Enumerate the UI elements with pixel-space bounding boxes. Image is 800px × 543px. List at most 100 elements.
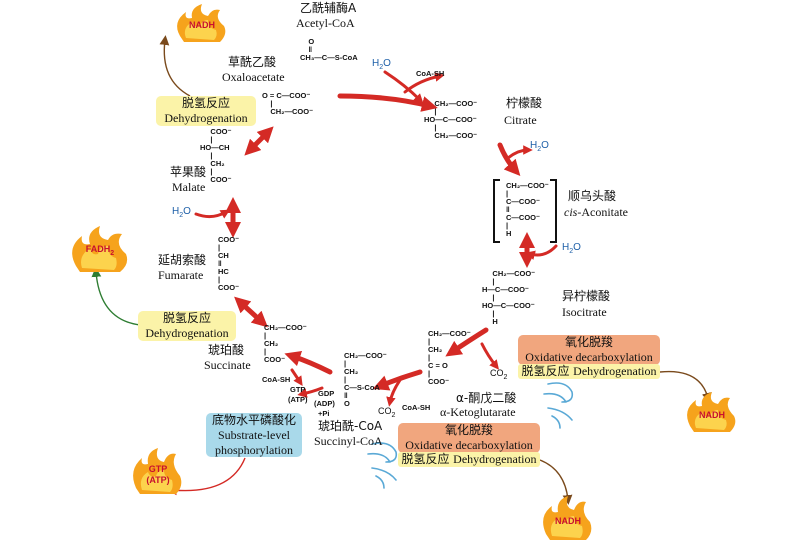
h2o-aconitate-in: H2O (562, 242, 581, 255)
formula-line: COO⁻ (200, 175, 232, 184)
ketoglutarate-formula: CH₂—COO⁻|CH₂|C = O|COO⁻ (428, 330, 471, 386)
co2-swirl-bottom (367, 442, 398, 489)
formula-line: COO⁻ (200, 127, 232, 136)
formula-line: CH₂—COO⁻ (264, 323, 307, 332)
co2-isocitrate: CO2 (490, 368, 508, 381)
coash-citrate: CoA-SH (416, 69, 445, 78)
formula-line: COO⁻ (264, 355, 286, 364)
formula-line: CH₂—COO⁻ (344, 351, 387, 360)
arrow-isocitrate-to-ketoglutarate (445, 327, 489, 357)
isocitrate-cn: 异柠檬酸 (562, 289, 611, 303)
formula-line: CH₂ (264, 339, 279, 348)
formula-line: | (428, 353, 431, 362)
formula-line: | (424, 123, 437, 132)
formula-line: | (428, 369, 431, 378)
formula-line: C—COO⁻ (506, 213, 540, 222)
acetyl-coa-en: Acetyl-CoA (296, 16, 355, 30)
dehydrogenation-strip-right: 脱氢反应 Dehydrogenation (518, 364, 660, 379)
flame-nadh-top (177, 4, 226, 42)
formula-line: CH₂ (200, 159, 225, 168)
cis-aconitate-cn: 顺乌头酸 (568, 189, 617, 203)
formula-line: | (218, 243, 221, 252)
arrow-to-fadh2 (91, 267, 141, 326)
oxidative-decarboxylation-box-bottom: 氧化脱羧 Oxidative decarboxylation (398, 423, 540, 453)
formula-line: O (344, 399, 350, 408)
flame-nadh-right (687, 392, 736, 432)
succinate-cn: 琥珀酸 (208, 343, 245, 357)
citrate-formula: CH₂—COO⁻ |HO—C—COO⁻ | CH₂—COO⁻ (424, 100, 477, 140)
gtp-in: GTP (290, 385, 306, 394)
formula-line: CH₂—COO⁻ (482, 269, 536, 278)
substrate-level-phosphorylation-box: 底物水平磷酸化 Substrate-level phosphorylation (206, 413, 302, 457)
gdp: GDP (318, 389, 335, 398)
formula-line: O (300, 37, 315, 46)
dehydrogenation-box-top: 脱氢反应 Dehydrogenation (156, 96, 256, 126)
flame-nadh-bottom (543, 496, 592, 540)
formula-line: HO—CH (200, 143, 230, 152)
malate-en: Malate (172, 180, 206, 194)
dehydrogenation-box-left: 脱氢反应 Dehydrogenation (138, 311, 236, 341)
formula-line: | (262, 99, 273, 108)
fumarate-formula: COO⁻|CH‖HC|COO⁻ (218, 236, 239, 292)
formula-line: | (482, 277, 495, 286)
formula-line: | (200, 135, 213, 144)
formula-line: | (200, 151, 213, 160)
formula-line: H (482, 317, 498, 326)
aconitate-bracket-left (493, 179, 500, 243)
formula-line: | (200, 167, 213, 176)
succinyl-coa-cn: 琥珀酰-CoA (318, 419, 383, 433)
side-arrows (194, 70, 558, 407)
formula-line: CH₂—COO⁻ (262, 107, 314, 116)
malate-cn: 苹果酸 (170, 165, 207, 179)
succinyl-coa-formula: CH₂—COO⁻|CH₂|C—S-CoA‖O (344, 352, 387, 408)
adp: (ADP) (314, 399, 335, 408)
arrow-to-citrate (337, 93, 438, 112)
formula-line: HC (218, 267, 229, 276)
arrow-to-nadh-right (659, 370, 712, 403)
arrow-to-nadh-top (159, 35, 191, 97)
arrow-to-gtp (167, 457, 246, 496)
formula-line: COO⁻ (218, 235, 240, 244)
formula-line: | (428, 337, 431, 346)
formula-line: ‖ (506, 205, 510, 214)
formula-line: C = O (428, 361, 448, 370)
formula-line: ‖ (344, 391, 348, 400)
formula-line: HO—C—COO⁻ (424, 115, 477, 124)
formula-line: C—S-CoA (344, 383, 380, 392)
ketoglutarate-cn: α-酮戊二酸 (456, 391, 517, 405)
isocitrate-formula: CH₂—COO⁻ |H—C—COO⁻ |HO—C—COO⁻ | H (482, 270, 535, 326)
formula-line: CH₂—COO⁻ (424, 99, 478, 108)
co2-swirl-right (543, 382, 574, 429)
acetyl-coa-formula: O ‖CH₃—C—S-CoA (300, 38, 358, 62)
co2-ketoglutarate: CO2 (378, 406, 396, 419)
formula-line: | (264, 331, 267, 340)
formula-line: COO⁻ (428, 377, 450, 386)
flame-fadh2 (72, 226, 128, 272)
formula-line: CH (218, 251, 229, 260)
pi: +Pi (318, 409, 330, 418)
succinyl-coa-en: Succinyl-CoA (314, 434, 383, 448)
formula-line: CH₂—COO⁻ (428, 329, 471, 338)
arrow-succinylcoa-to-succinate (284, 350, 333, 375)
citrate-en: Citrate (504, 113, 537, 127)
formula-line: ‖ (218, 259, 222, 268)
formula-line: | (482, 293, 495, 302)
atp-in: (ATP) (288, 395, 308, 404)
formula-line: H—C—COO⁻ (482, 285, 529, 294)
formula-line: CH₂ (344, 367, 359, 376)
formula-line: O = C—COO⁻ (262, 91, 311, 100)
formula-line: | (506, 221, 509, 230)
formula-line: | (482, 309, 495, 318)
formula-line: H (506, 229, 512, 238)
flame-gtp (133, 448, 182, 494)
citrate-cn: 柠檬酸 (506, 96, 543, 110)
formula-line: CH₃—C—S-CoA (300, 53, 358, 62)
malate-formula: COO⁻ |HO—CH | CH₂ | COO⁻ (200, 128, 231, 184)
dehydrogenation-strip-bottom: 脱氢反应 Dehydrogenation (398, 452, 540, 467)
formula-line: | (218, 275, 221, 284)
formula-line: C—COO⁻ (506, 197, 540, 206)
aconitate-bracket-right (550, 179, 557, 243)
arrow-malate-oxaloacetate (244, 126, 274, 156)
